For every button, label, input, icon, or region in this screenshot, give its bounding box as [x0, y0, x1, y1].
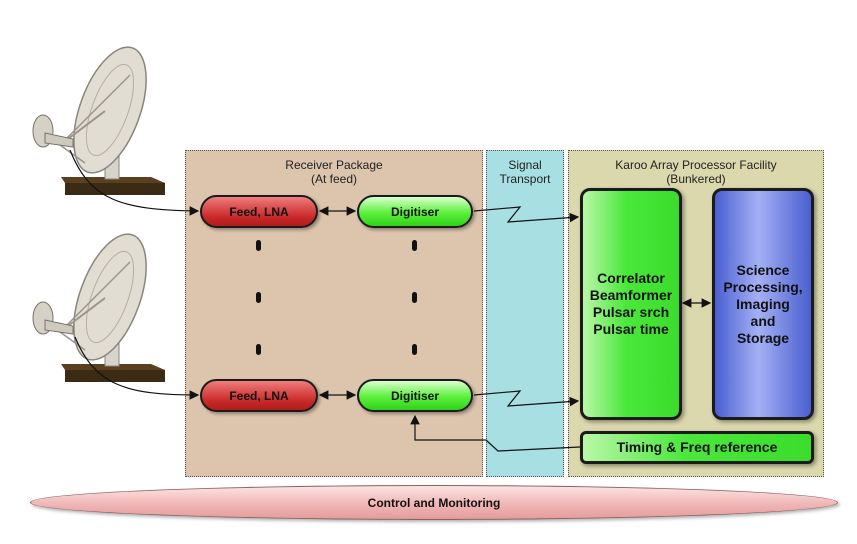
feed-lna-block-bottom: Feed, LNA: [200, 379, 318, 412]
digitiser-block-top: Digitiser: [357, 195, 473, 228]
ellipsis-dot: [256, 344, 261, 355]
radio-dish-icon: [32, 46, 165, 195]
digitiser-to-correlator-bottom: [473, 390, 580, 407]
karoo-facility-subtitle-text: (Bunkered): [666, 172, 726, 186]
karoo-facility-title-text: Karoo Array Processor Facility: [615, 158, 777, 172]
ellipsis-dot: [412, 344, 417, 355]
control-monitoring-bar: Control and Monitoring: [30, 485, 838, 520]
karoo-facility-title: Karoo Array Processor Facility (Bunkered…: [569, 158, 823, 186]
timing-to-digitiser: [410, 414, 581, 452]
ellipsis-dot: [256, 240, 261, 251]
feed-lna-block-top: Feed, LNA: [200, 195, 318, 228]
receiver-package-subtitle-text: (At feed): [310, 172, 358, 186]
digitiser-to-correlator-top: [473, 206, 580, 223]
receiver-package-title-text: Receiver Package: [285, 158, 383, 172]
ellipsis-dot: [412, 240, 417, 251]
timing-freq-reference-block: Timing & Freq reference: [580, 431, 814, 464]
correlator-block: Correlator Beamformer Pulsar srch Pulsar…: [580, 188, 682, 420]
receiver-package-title: Receiver Package (At feed): [186, 158, 482, 186]
science-processing-block: Science Processing, Imaging and Storage: [712, 188, 814, 420]
ellipsis-dot: [256, 292, 261, 303]
digitiser-block-bottom: Digitiser: [357, 379, 473, 412]
dish-to-feed-top-line: [69, 149, 200, 216]
radio-dish-icon: [32, 233, 165, 382]
ellipsis-dot: [412, 292, 417, 303]
control-monitoring-label: Control and Monitoring: [367, 495, 501, 510]
signal-transport-title-text: Signal: [508, 158, 542, 172]
signal-transport-title: Signal Transport: [487, 158, 563, 186]
dish-to-feed-bottom-line: [74, 336, 200, 400]
signal-transport-region: Signal Transport: [486, 150, 564, 477]
signal-transport-subtitle-text: Transport: [499, 172, 551, 186]
